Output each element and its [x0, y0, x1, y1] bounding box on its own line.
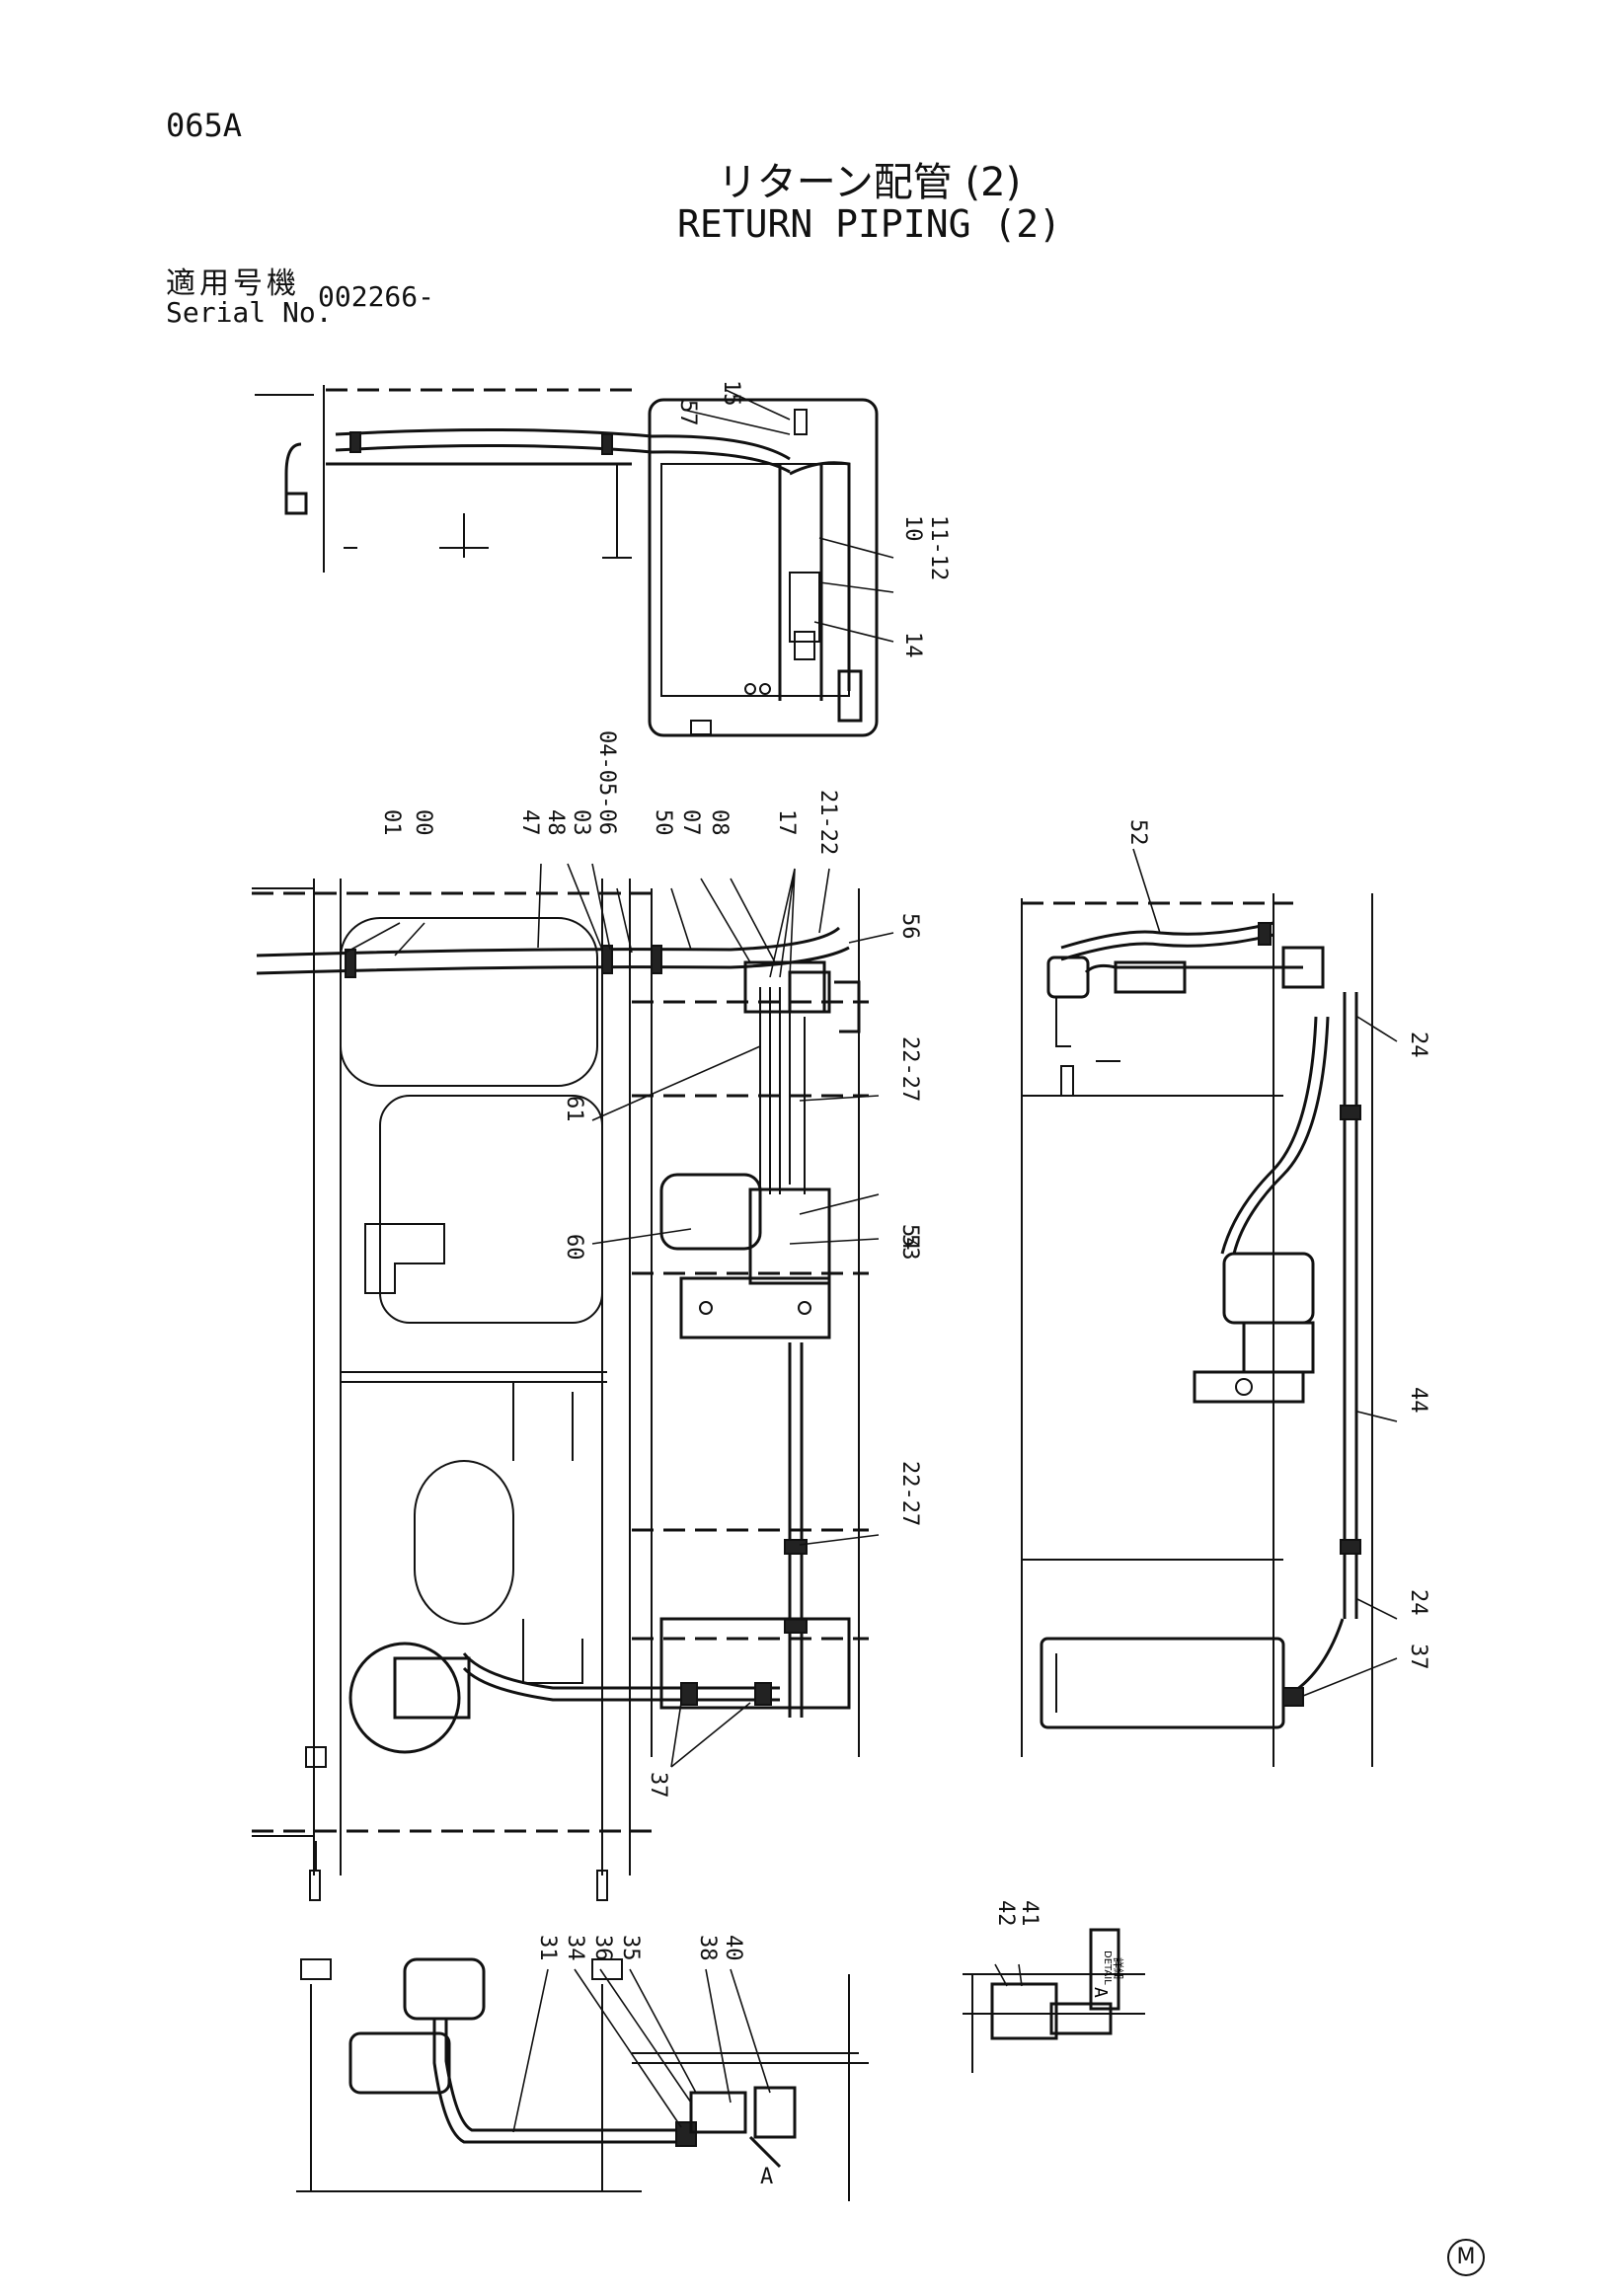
callout-label: 57 — [675, 400, 700, 426]
bottom-side-leaders — [512, 1968, 771, 2133]
callout-label: 35 — [618, 1935, 643, 1961]
title-japanese: リターン配管 (2) — [717, 160, 1022, 205]
callout-label: 38 — [695, 1935, 720, 1961]
callout-label: 47 — [517, 809, 542, 836]
callout-label: 37 — [646, 1772, 670, 1799]
callout-label: 41 — [1017, 1900, 1041, 1927]
callout-label: 00 — [411, 809, 435, 836]
callout-label: 03 — [569, 809, 593, 836]
serial-label-english: Serial No. — [166, 296, 333, 329]
callout-label: 53 — [897, 1234, 922, 1261]
detail-box-letter: A — [1090, 1987, 1111, 1998]
callout-label: 22-27 — [897, 1036, 922, 1102]
callout-label: 24 — [1406, 1032, 1430, 1058]
callout-label: 42 — [993, 1900, 1018, 1927]
serial-number-value: 002266- — [318, 280, 435, 313]
callout-label: 22-27 — [897, 1461, 922, 1526]
detail-box-jp: 詳細 — [1112, 1957, 1125, 1979]
title-english: RETURN PIPING (2) — [677, 202, 1061, 246]
bottom-side-drawing — [296, 1957, 869, 2201]
callout-label: 15 — [719, 380, 743, 407]
callout-label: 17 — [774, 809, 799, 836]
page-code: 065A — [166, 107, 243, 144]
top-view-leaders — [682, 389, 894, 643]
callout-label: 44 — [1406, 1387, 1430, 1414]
callout-label: 34 — [563, 1935, 587, 1961]
copyright-mark: M — [1447, 2239, 1485, 2276]
detail-box-en: DETAIL — [1102, 1951, 1113, 1985]
callout-label: 10 — [900, 515, 925, 542]
callout-label: 50 — [651, 809, 675, 836]
callout-label: 24 — [1406, 1589, 1430, 1616]
callout-label: 36 — [590, 1935, 615, 1961]
detail-a-drawing — [963, 1928, 1145, 2073]
callout-label: A — [760, 2165, 773, 2189]
main-plan-leaders — [345, 863, 894, 1768]
callout-label: 61 — [562, 1096, 586, 1122]
callout-label: 07 — [678, 809, 703, 836]
right-view-leaders — [1132, 848, 1398, 1697]
callout-label: 48 — [543, 809, 568, 836]
callout-label: 08 — [707, 809, 732, 836]
callout-label: 04-05-06 — [594, 730, 619, 835]
callout-label: 31 — [535, 1935, 560, 1961]
callout-label: 14 — [900, 632, 925, 658]
serial-label-japanese: 適用号機 — [166, 267, 300, 301]
top-view-drawing — [255, 385, 879, 737]
callout-label: 01 — [379, 809, 404, 836]
callout-label: 52 — [1125, 819, 1150, 846]
callout-label: 60 — [562, 1234, 586, 1261]
right-view-drawing — [1021, 893, 1373, 1767]
main-plan-drawing — [252, 879, 869, 1901]
callout-label: 40 — [721, 1935, 745, 1961]
callout-label: 54 — [897, 1224, 922, 1251]
callout-label: 11-12 — [926, 515, 951, 580]
callout-label: 37 — [1406, 1644, 1430, 1670]
callout-label: 21-22 — [815, 790, 840, 855]
callout-label: 56 — [897, 913, 922, 940]
